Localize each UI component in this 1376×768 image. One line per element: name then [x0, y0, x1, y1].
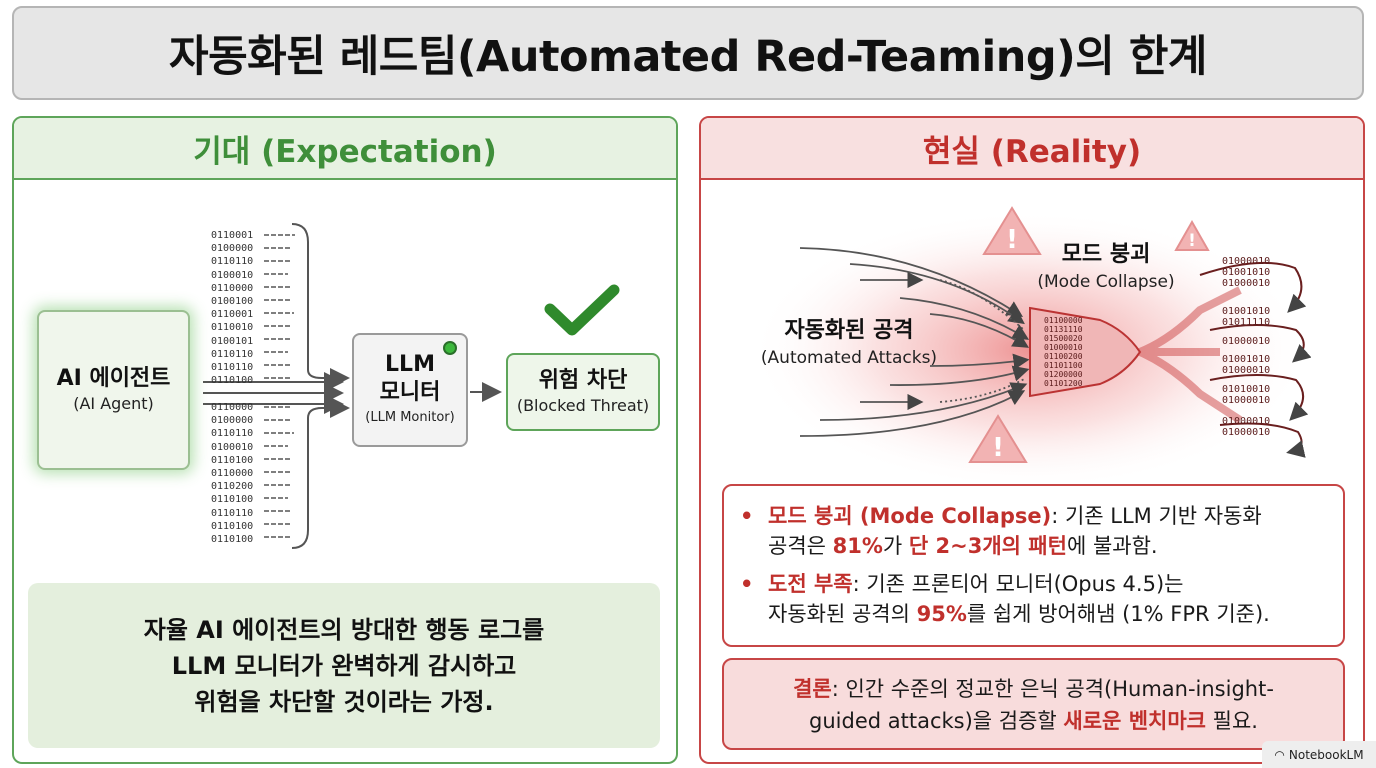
conclusion-box: 결론: 인간 수준의 정교한 은닉 공격(Human-insight- guid… — [722, 658, 1345, 750]
expectation-description: 자율 AI 에이전트의 방대한 행동 로그를 LLM 모니터가 완벽하게 감시하… — [28, 583, 660, 748]
mode-collapse-label: 모드 붕괴 (Mode Collapse) — [1037, 242, 1175, 292]
monitor-label-line1: LLM — [385, 352, 435, 377]
page-title: 자동화된 레드팀(Automated Red-Teaming)의 한계 — [169, 32, 1207, 82]
conclusion-line1: 결론: 인간 수준의 정교한 은닉 공격(Human-insight- — [793, 677, 1274, 701]
title-bar: 자동화된 레드팀(Automated Red-Teaming)의 한계 — [12, 6, 1364, 100]
checkmark-icon — [544, 284, 620, 336]
blocked-threat-box: 위험 차단 (Blocked Threat) — [506, 353, 660, 431]
monitor-label-line2: 모니터 — [379, 380, 441, 405]
ai-agent-sublabel: (AI Agent) — [73, 394, 154, 413]
output-codes-3: 01000010 — [1222, 336, 1271, 347]
svg-text:!: ! — [992, 433, 1004, 463]
bottom-bracket-arrow — [291, 398, 350, 549]
mode-collapse-diagram: ! ! ! — [750, 206, 1312, 480]
notebooklm-watermark: ◠ NotebookLM — [1262, 741, 1376, 768]
blocked-label: 위험 차단 — [538, 368, 628, 393]
log-lines-top — [264, 234, 295, 379]
expectation-flow-diagram — [203, 223, 620, 549]
findings-box: •모드 붕괴 (Mode Collapse): 기존 LLM 기반 자동화 공격… — [722, 484, 1345, 647]
bullet-mode-collapse-line2: 공격은 81%가 단 2~3개의 패턴에 불과함. — [768, 534, 1158, 558]
status-light-icon — [443, 341, 457, 355]
reality-header: 현실 (Reality) — [701, 118, 1363, 180]
warning-icon: ! — [968, 414, 1028, 463]
monitor-sublabel: (LLM Monitor) — [365, 410, 455, 425]
bullet-challenge-line2: 자동화된 공격의 95%를 쉽게 방어해냄 (1% FPR 기준). — [768, 602, 1270, 626]
bullet-challenge-line1: •도전 부족: 기존 프론티어 모니터(Opus 4.5)는 — [740, 572, 1184, 596]
log-lines-bottom — [264, 406, 294, 538]
funnel-shape — [1029, 306, 1142, 398]
expectation-header: 기대 (Expectation) — [14, 118, 676, 180]
automated-attacks-label: 자동화된 공격 (Automated Attacks) — [760, 318, 938, 368]
ai-agent-box: AI 에이전트 (AI Agent) — [37, 310, 190, 470]
notebooklm-logo-icon: ◠ — [1274, 747, 1285, 762]
bullet-mode-collapse-line1: •모드 붕괴 (Mode Collapse): 기존 LLM 기반 자동화 — [740, 504, 1262, 528]
conclusion-line2: guided attacks)을 검증할 새로운 벤치마크 필요. — [809, 709, 1258, 733]
warning-icon: ! — [982, 206, 1042, 255]
top-bracket-arrow — [291, 223, 350, 388]
warning-icon: ! — [1174, 219, 1210, 251]
svg-text:!: ! — [1006, 225, 1018, 255]
blocked-sublabel: (Blocked Threat) — [516, 396, 650, 415]
svg-text:!: ! — [1188, 231, 1196, 251]
ai-agent-label: AI 에이전트 — [56, 366, 171, 391]
